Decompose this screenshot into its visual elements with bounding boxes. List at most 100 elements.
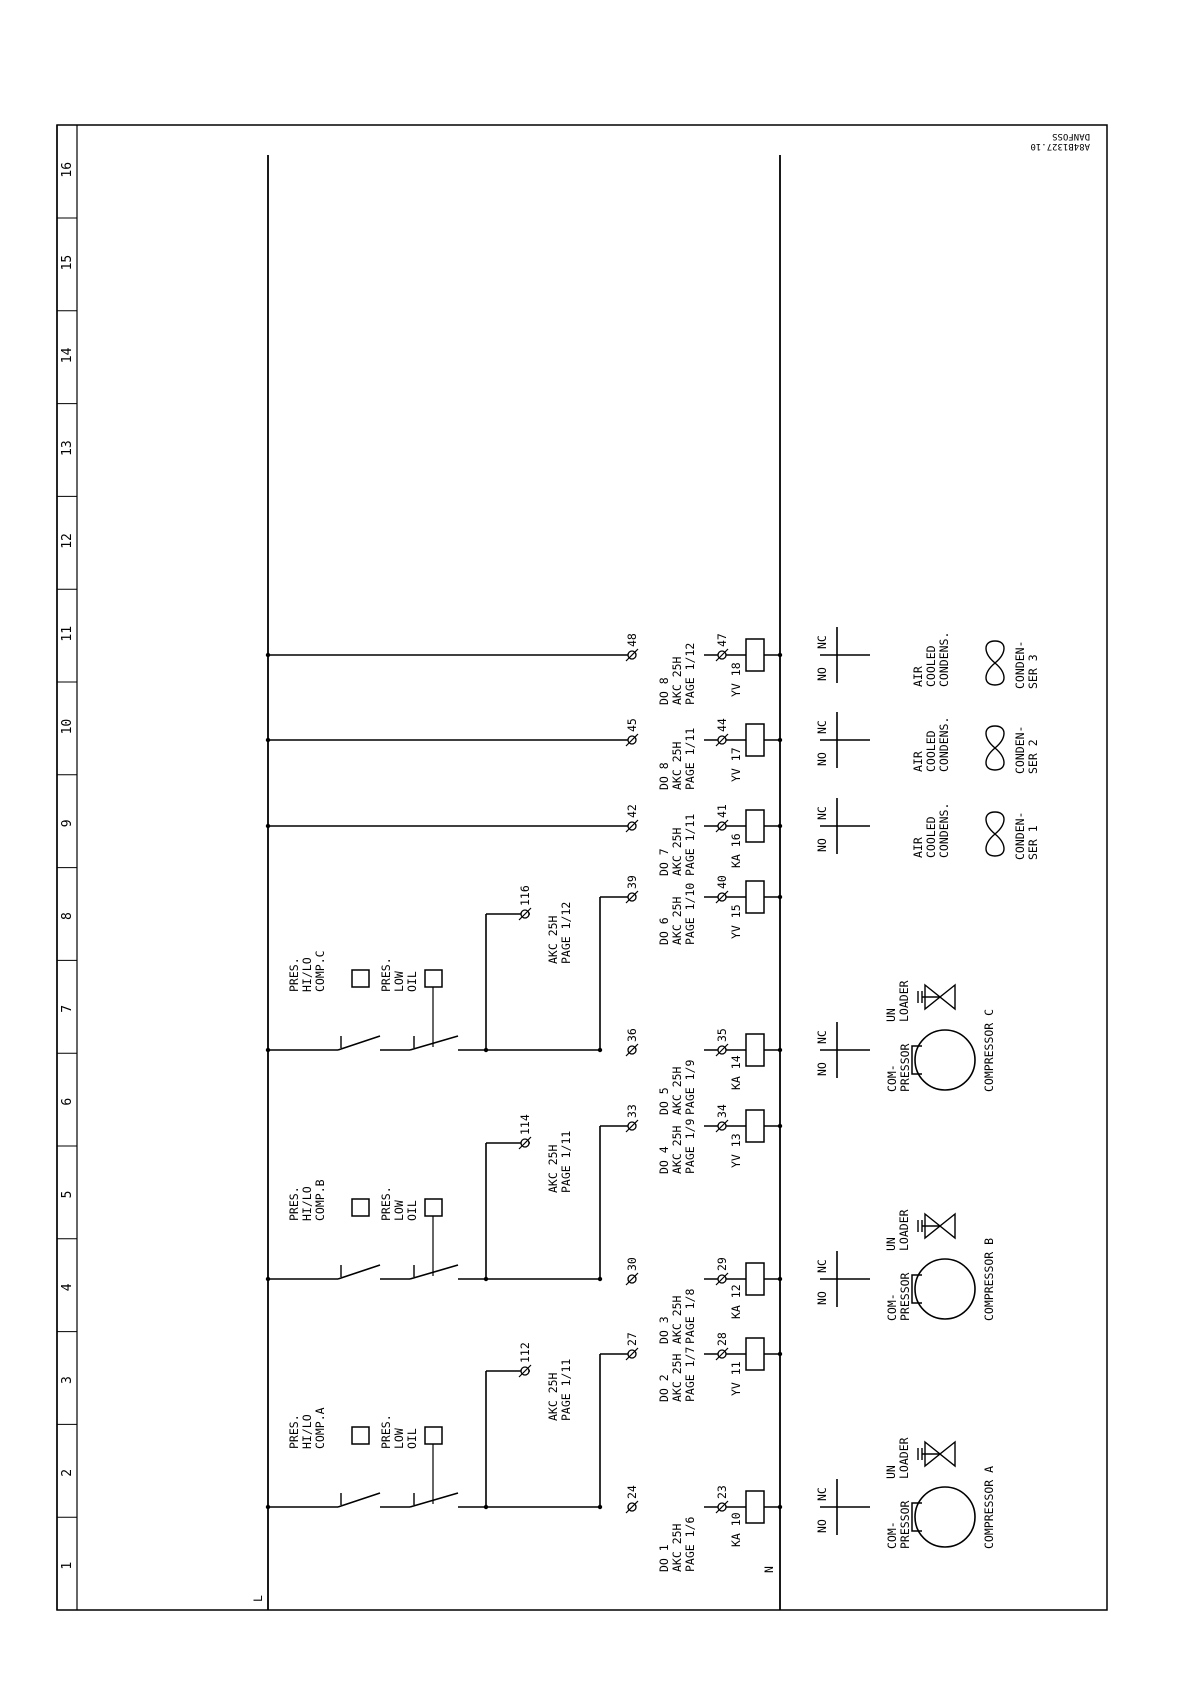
border-column-number: 5 — [60, 1191, 75, 1199]
compressor-a-right-top-number: 27 — [625, 1332, 639, 1346]
compressor-c-do-right-ref: AKC 25H — [670, 896, 684, 945]
condenser-3-fan-label: SER 3 — [1026, 654, 1040, 689]
border-column-number: 7 — [60, 1005, 75, 1013]
compressor-b-do-right-ref: AKC 25H — [670, 1125, 684, 1174]
compressor-b-hilo-label: HI/LO — [300, 1186, 314, 1221]
compressor-b-oil-label: PRES. — [379, 1186, 393, 1221]
condenser-2-fan-icon — [985, 725, 1005, 771]
compressor-b-coil-left-label: KA 12 — [729, 1284, 743, 1319]
compressor-a-unloader-label: UN — [884, 1465, 898, 1479]
compressor-b-coil-right-label: YV 13 — [729, 1133, 743, 1168]
compressor-c-valve-half-b — [938, 983, 956, 1011]
compressor-c-right-top-terminal-slash — [625, 890, 639, 904]
compressor-a-do-left-ref: DO 1 — [657, 1544, 671, 1572]
compressor-a-do-right-ref: AKC 25H — [670, 1353, 684, 1402]
compressor-a-right-top-terminal-slash — [625, 1347, 639, 1361]
compressor-a-oil-label: PRES. — [379, 1414, 393, 1449]
compressor-a-rail-junction — [265, 1504, 271, 1510]
compressor-a-coil-right-label: YV 11 — [729, 1361, 743, 1396]
compressor-b-hilo-label: PRES. — [287, 1186, 301, 1221]
condenser-2-top-number: 45 — [625, 718, 639, 732]
condenser-3-bot-number: 47 — [715, 633, 729, 647]
compressor-a-oil-sensor-box — [424, 1426, 443, 1445]
compressor-a-hilo-label: PRES. — [287, 1414, 301, 1449]
compressor-b-coil-right-box — [745, 1109, 765, 1143]
compressor-c-n-junction — [777, 1047, 783, 1053]
compressor-b-hilo-switch-blade — [337, 1264, 381, 1280]
compressor-c-rail-junction — [265, 1047, 271, 1053]
compressor-b-motor-circle — [914, 1258, 976, 1320]
condenser-2-air-label: COOLED — [924, 730, 938, 772]
compressor-b-do-right-ref: DO 4 — [657, 1146, 671, 1174]
condenser-3-n-junction — [777, 652, 783, 658]
condenser-2-contact-nc: NC — [815, 720, 829, 734]
compressor-b-right-bot-number: 34 — [715, 1104, 729, 1118]
compressor-b-oil-label: OIL — [405, 1200, 419, 1221]
compressor-c-hilo-switch-blade — [337, 1035, 381, 1051]
condenser-1-do-ref: DO 7 — [657, 848, 671, 876]
compressor-c-unloader-label: LOADER — [897, 980, 911, 1022]
compressor-c-right-top-number: 39 — [625, 875, 639, 889]
rail-l-label: L — [251, 1595, 265, 1602]
condenser-1-do-ref: PAGE 1/11 — [683, 814, 697, 876]
compressor-c-motor-terminal-box — [911, 1045, 922, 1075]
compressor-c-oil-sensor-box — [424, 969, 443, 988]
compressor-c-hilo-label: COMP.C — [313, 950, 327, 992]
compressor-b-hilo-label: COMP.B — [313, 1179, 327, 1221]
compressor-b-left-top-number: 30 — [625, 1257, 639, 1271]
compressor-b-do-left-ref: DO 3 — [657, 1316, 671, 1344]
condenser-1-rail-junction — [265, 823, 271, 829]
compressor-c-coil-right-box — [745, 880, 765, 914]
compressor-a-hilo-sensor-box — [351, 1426, 370, 1445]
condenser-2-rail-junction — [265, 737, 271, 743]
compressor-a-hilo-label: HI/LO — [300, 1414, 314, 1449]
compressor-c-aux-ref: PAGE 1/12 — [559, 902, 573, 964]
compressor-c-do-left-ref: PAGE 1/9 — [683, 1060, 697, 1115]
compressor-c-oil-label: OIL — [405, 971, 419, 992]
condenser-2-n-junction — [777, 737, 783, 743]
compressor-c-aux-number: 116 — [518, 885, 532, 906]
border-column-number: 15 — [60, 255, 75, 271]
condenser-3-do-ref: AKC 25H — [670, 656, 684, 705]
compressor-b-unloader-label: UN — [884, 1237, 898, 1251]
compressor-b-n-junction-2 — [777, 1123, 783, 1129]
condenser-1-contact-nc: NC — [815, 806, 829, 820]
border-column-number: 13 — [60, 440, 75, 456]
compressor-a-n-junction — [777, 1504, 783, 1510]
compressor-a-coil-left-label: KA 10 — [729, 1512, 743, 1547]
compressor-c-hilo-sensor-box — [351, 969, 370, 988]
compressor-a-aux-number: 112 — [518, 1342, 532, 1363]
compressor-c-contact-nc: NC — [815, 1030, 829, 1044]
compressor-c-hilo-label: PRES. — [287, 957, 301, 992]
compressor-c-aux-ref: AKC 25H — [546, 915, 560, 964]
condenser-2-coil-label: YV 17 — [729, 747, 743, 782]
condenser-3-coil-box — [745, 638, 765, 672]
compressor-b-motor-terminal-box — [911, 1274, 922, 1304]
border-column-number: 16 — [60, 162, 75, 178]
compressor-b-hilo-sensor-box — [351, 1198, 370, 1217]
compressor-b-aux-terminal-slash — [518, 1136, 532, 1150]
condenser-3-top-terminal-slash — [625, 648, 639, 662]
compressor-c-do-left-ref: DO 5 — [657, 1087, 671, 1115]
drawing-code-company: DANFOSS — [1052, 131, 1090, 141]
compressor-b-contact-nc: NC — [815, 1259, 829, 1273]
compressor-a-motor-terminal-box — [911, 1502, 922, 1532]
condenser-3-fan-label: CONDEN- — [1013, 641, 1027, 689]
compressor-c-contact-no: NO — [815, 1062, 829, 1076]
border-column-number: 2 — [60, 1469, 75, 1477]
compressor-b-n-junction — [777, 1276, 783, 1282]
border-column-number: 9 — [60, 819, 75, 827]
compressor-b-oil-sensor-box — [424, 1198, 443, 1217]
compressor-c-right-bot-number: 40 — [715, 875, 729, 889]
diagram-root: 12345678910111213141516DANFOSSA84B1327.1… — [56, 124, 1108, 1611]
condenser-1-n-junction — [777, 823, 783, 829]
compressor-a-valve-half-b — [938, 1440, 956, 1468]
compressor-c-do-right-ref: DO 6 — [657, 917, 671, 945]
compressor-b-right-top-terminal-slash — [625, 1119, 639, 1133]
condenser-1-coil-box — [745, 809, 765, 843]
compressor-c-coil-left-label: KA 14 — [729, 1055, 743, 1090]
condenser-2-do-ref: PAGE 1/11 — [683, 728, 697, 790]
compressor-c-left-bot-number: 35 — [715, 1028, 729, 1042]
drawing-code-number: A84B1327.10 — [1030, 141, 1090, 151]
compressor-b-valve-half-b — [938, 1212, 956, 1240]
